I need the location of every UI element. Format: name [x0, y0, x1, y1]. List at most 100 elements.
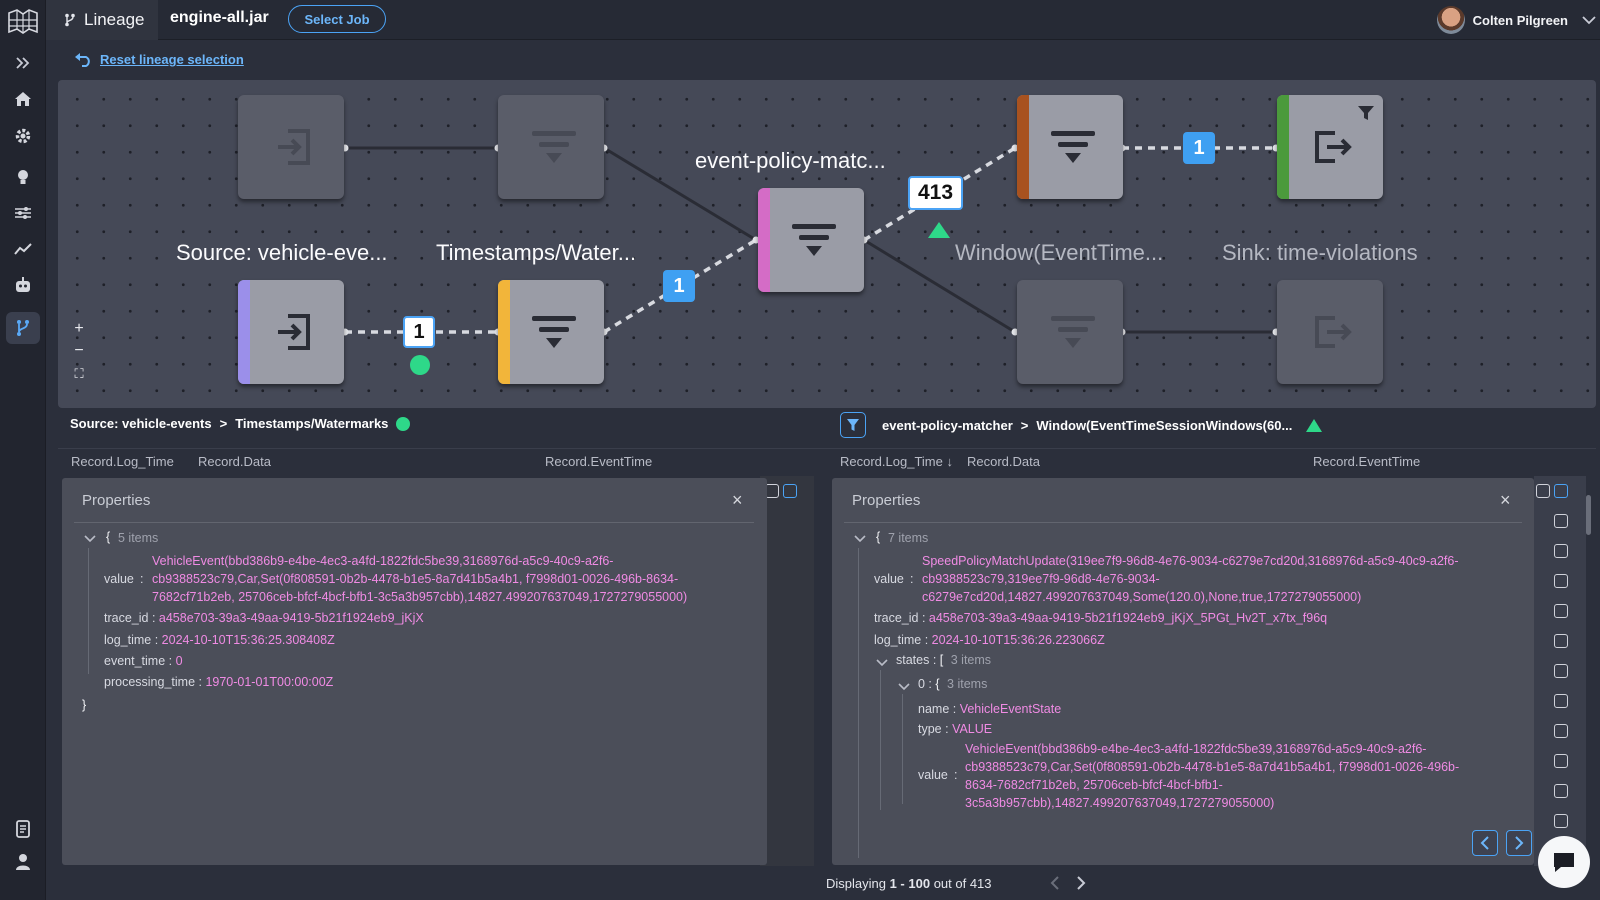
node-label-timestamps: Timestamps/Water...	[436, 240, 637, 265]
status-dot	[396, 416, 411, 431]
status-triangle-icon	[1306, 418, 1323, 432]
source-icon	[266, 121, 322, 173]
row-action-icon[interactable]	[1554, 724, 1568, 738]
prop-key: name	[918, 702, 950, 716]
prev-record-button[interactable]	[1472, 830, 1498, 856]
prop-key: states	[896, 653, 930, 667]
row-action-icon[interactable]	[1554, 754, 1568, 768]
collapse-chevron-icon[interactable]	[84, 532, 96, 546]
row-action-icon[interactable]	[1554, 574, 1568, 588]
column-header[interactable]: Record.Log_Time	[71, 454, 174, 469]
insights-icon[interactable]	[12, 166, 34, 188]
robot-icon[interactable]	[12, 274, 34, 296]
prop-key: event_time	[104, 654, 166, 668]
prop-value-line: cb9388523c79,319ee7f9-96d8-4e76-9034-	[922, 572, 1160, 586]
filter-icon	[786, 214, 842, 266]
reset-lineage-link[interactable]: Reset lineage selection	[74, 52, 244, 67]
node-stripe	[758, 188, 770, 292]
node-timestamps-watermarks[interactable]	[498, 280, 604, 384]
row-action-icon[interactable]	[1554, 484, 1568, 498]
page-prev-button[interactable]	[1050, 876, 1060, 895]
column-header[interactable]: Record.Data	[198, 454, 271, 469]
collapse-chevron-icon[interactable]	[854, 532, 866, 546]
home-icon[interactable]	[12, 88, 34, 110]
row-action-icon[interactable]	[765, 484, 779, 498]
row-action-icon[interactable]	[1554, 544, 1568, 558]
row-action-icon[interactable]	[1554, 634, 1568, 648]
path-from: Source: vehicle-events	[70, 416, 212, 431]
node-timestamps-inactive[interactable]	[498, 95, 604, 199]
filter-icon	[1045, 121, 1101, 173]
next-record-button[interactable]	[1506, 830, 1532, 856]
lineage-canvas[interactable]: event-policy-matc... Source: vehicle-eve…	[58, 80, 1596, 408]
node-label-policy: event-policy-matc...	[695, 148, 886, 173]
node-window-inactive[interactable]	[1017, 280, 1123, 384]
node-source[interactable]	[238, 280, 344, 384]
node-sink-inactive[interactable]	[1277, 280, 1383, 384]
prop-key: trace_id	[104, 611, 149, 625]
sliders-icon[interactable]	[12, 202, 34, 224]
row-action-icon[interactable]	[1554, 694, 1568, 708]
metrics-icon[interactable]	[12, 238, 34, 260]
prop-row: type : VALUE	[918, 722, 993, 736]
zoom-in-button[interactable]: +	[74, 320, 84, 337]
column-header[interactable]: Record.EventTime	[545, 454, 653, 469]
row-action-icon[interactable]	[1554, 514, 1568, 528]
edge-count-badge[interactable]: 1	[663, 270, 695, 302]
states-chevron-icon[interactable]	[876, 656, 888, 670]
item-count: 5 items	[118, 531, 159, 545]
node-event-policy-matcher[interactable]	[758, 188, 864, 292]
row-action-icon[interactable]	[1554, 604, 1568, 618]
item0-chevron-icon[interactable]	[898, 680, 910, 694]
json-open-brace: {	[935, 677, 940, 691]
row-action-icon[interactable]	[783, 484, 797, 498]
prop-row: trace_id : a458e703-39a3-49aa-9419-5b21f…	[104, 611, 424, 625]
row-action-icon[interactable]	[1554, 664, 1568, 678]
scrollbar-thumb[interactable]	[1586, 495, 1591, 535]
prop-colon: :	[910, 572, 914, 586]
undo-icon	[75, 52, 90, 67]
pager-prefix: Displaying	[826, 876, 890, 891]
prop-key: trace_id	[874, 611, 919, 625]
node-sink[interactable]	[1277, 95, 1383, 199]
divider	[74, 522, 754, 523]
prop-row: log_time : 2024-10-10T15:36:26.223066Z	[874, 633, 1105, 647]
app-logo-icon[interactable]	[6, 8, 40, 36]
node-window[interactable]	[1017, 95, 1123, 199]
prop-value: VehicleEventState	[959, 702, 1062, 716]
lineage-nav-icon[interactable]	[6, 312, 40, 344]
left-pane-path: Source: vehicle-events > Timestamps/Wate…	[70, 416, 411, 431]
edge-count-badge-selected[interactable]: 413	[908, 176, 964, 210]
column-header[interactable]: Record.EventTime	[1313, 454, 1421, 469]
prop-key: type	[918, 722, 942, 736]
documents-icon[interactable]	[12, 818, 34, 840]
user-menu[interactable]: Colten Pilgreen	[1436, 4, 1596, 36]
node-stripe	[238, 280, 250, 384]
item-count: 3 items	[950, 653, 992, 667]
chat-button[interactable]	[1538, 836, 1590, 888]
expand-nav-icon[interactable]	[12, 52, 34, 74]
row-action-icon[interactable]	[1536, 484, 1550, 498]
json-open-brace: {	[876, 530, 881, 544]
fit-view-button[interactable]: ⛶	[74, 366, 84, 381]
close-properties-button[interactable]: ×	[1500, 490, 1511, 510]
close-properties-button[interactable]: ×	[732, 490, 743, 510]
user-profile-icon[interactable]	[12, 851, 34, 873]
chevron-down-icon	[1582, 16, 1596, 25]
prop-value-line: VehicleEvent(bbd386b9-e4be-4ec3-a4fd-182…	[965, 742, 1427, 756]
filter-toggle-button[interactable]	[840, 412, 866, 438]
node-source-inactive[interactable]	[238, 95, 344, 199]
lineage-tab[interactable]: Lineage	[46, 0, 158, 40]
zoom-out-button[interactable]: −	[74, 342, 84, 359]
edge-count-badge[interactable]: 1	[1183, 132, 1215, 164]
column-header[interactable]: Record.Log_Time ↓	[840, 454, 953, 469]
settings-icon[interactable]	[12, 125, 34, 147]
page-next-button[interactable]	[1076, 876, 1086, 895]
column-header[interactable]: Record.Data	[967, 454, 1040, 469]
row-action-icon[interactable]	[1554, 814, 1568, 828]
filter-funnel-icon	[847, 419, 859, 431]
row-action-icon[interactable]	[1554, 784, 1568, 798]
divider	[828, 448, 1596, 449]
select-job-button[interactable]: Select Job	[288, 5, 386, 33]
edge-count-badge[interactable]: 1	[403, 316, 435, 348]
